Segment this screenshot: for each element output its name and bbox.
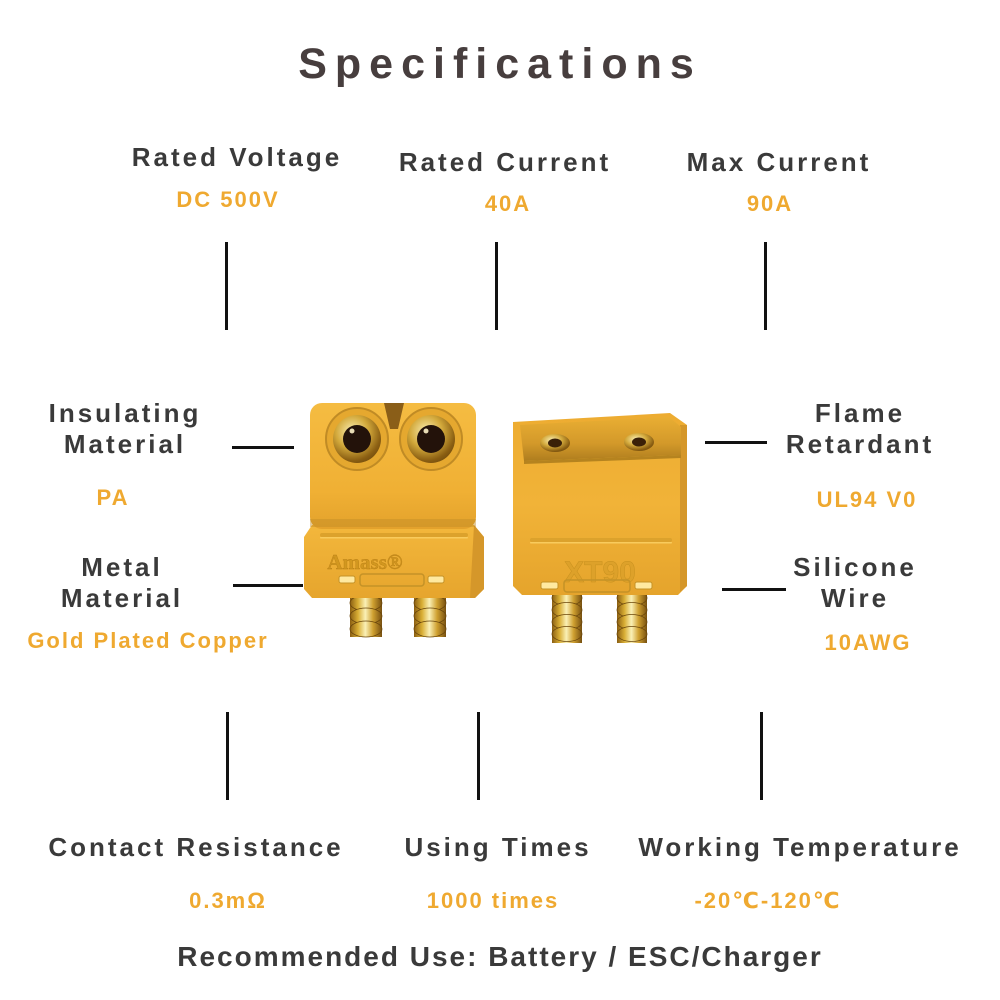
model-marking-text: XT90: [564, 556, 636, 589]
label-line-1: Silicone: [793, 552, 917, 582]
label-line-1: Metal: [81, 552, 163, 582]
connector-line-right-upper: [705, 441, 767, 444]
spec-label-contact-resistance: Contact Resistance: [48, 832, 344, 862]
spec-label-rated-current: Rated Current: [398, 147, 612, 177]
connector-line-bottom-center: [477, 712, 480, 800]
connector-line-bottom-left: [226, 712, 229, 800]
spec-value-metal-material: Gold Plated Copper: [27, 628, 269, 653]
connector-line-right-lower: [722, 588, 786, 591]
spec-value-working-temperature: -20℃-120℃: [694, 888, 842, 913]
spec-value-flame-retardant: UL94 V0: [816, 487, 918, 512]
spec-label-silicone-wire: Silicone Wire: [730, 552, 980, 614]
label-line-2: Wire: [820, 583, 890, 613]
spec-label-max-current: Max Current: [686, 147, 872, 177]
connector-line-bottom-right: [760, 712, 763, 800]
connector-line-top-left: [225, 242, 228, 330]
spec-label-flame-retardant: Flame Retardant: [735, 398, 985, 460]
connector-line-left-lower: [233, 584, 303, 587]
socket-left: [325, 407, 389, 471]
socket-right: [399, 407, 463, 471]
spec-label-using-times: Using Times: [404, 832, 592, 862]
label-line-2: Material: [60, 583, 184, 613]
xt90-connector-right-image: XT90: [513, 413, 687, 643]
gold-spring-pins: [551, 590, 648, 643]
spec-value-insulating-material: PA: [96, 485, 130, 510]
spec-value-using-times: 1000 times: [426, 888, 560, 913]
label-line-1: Flame: [814, 398, 906, 428]
connector-base: Amass®: [304, 525, 484, 598]
connector-line-top-right: [764, 242, 767, 330]
spec-value-silicone-wire: 10AWG: [824, 630, 912, 655]
spec-value-max-current: 90A: [746, 191, 794, 216]
page-title: Specifications: [298, 40, 702, 88]
connector-line-left-upper: [232, 446, 294, 449]
spec-label-working-temperature: Working Temperature: [638, 832, 962, 862]
brand-marking-text: Amass®: [327, 550, 403, 574]
recommended-use-text: Recommended Use: Battery / ESC/Charger: [177, 941, 823, 972]
label-line-1: Insulating: [48, 398, 202, 428]
connector-line-top-center: [495, 242, 498, 330]
spec-value-rated-voltage: DC 500V: [176, 187, 280, 212]
connector-body: [310, 403, 476, 529]
spec-label-metal-material: Metal Material: [0, 552, 244, 614]
spec-value-contact-resistance: 0.3mΩ: [189, 888, 267, 913]
spec-label-rated-voltage: Rated Voltage: [131, 142, 343, 172]
connector-body: XT90: [513, 413, 687, 595]
spec-label-insulating-material: Insulating Material: [0, 398, 250, 460]
xt90-connector-left-image: Amass®: [304, 403, 484, 638]
label-line-2: Retardant: [785, 429, 935, 459]
label-line-2: Material: [63, 429, 187, 459]
spec-value-rated-current: 40A: [484, 191, 532, 216]
